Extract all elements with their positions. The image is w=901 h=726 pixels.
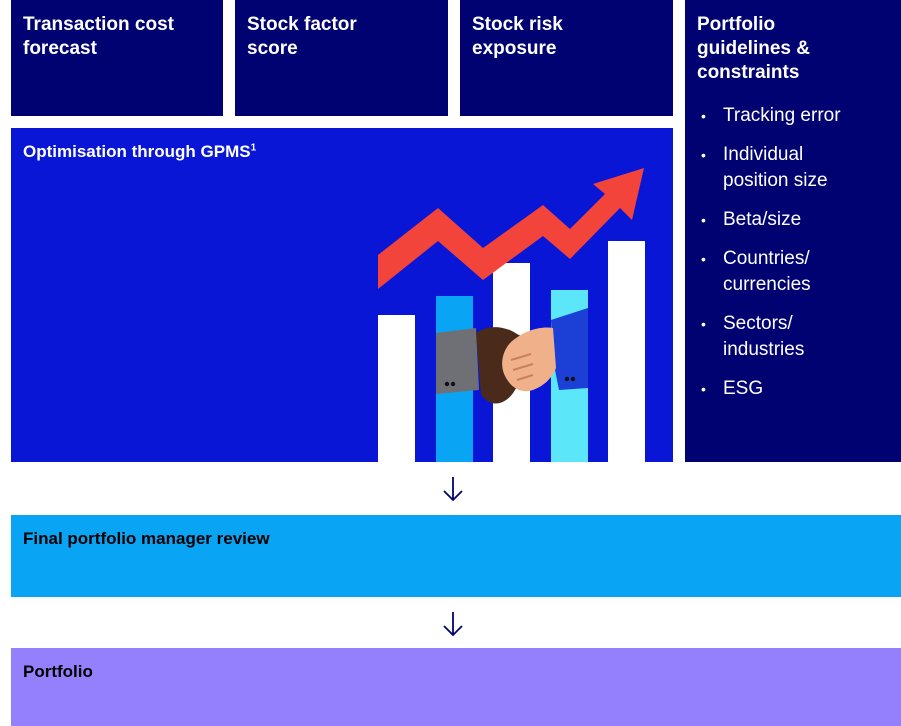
- stock-risk-exposure-box: Stock risk exposure: [460, 0, 673, 116]
- arrow-down-icon: [443, 477, 463, 502]
- constraint-label: Individual position size: [723, 144, 828, 191]
- final-review-title: Final portfolio manager review: [23, 529, 270, 548]
- finger-lines-icon: [510, 353, 534, 381]
- rising-chart-handshake-illustration: [378, 168, 645, 462]
- transaction-cost-forecast-label: Transaction cost forecast: [23, 14, 174, 59]
- transaction-cost-forecast-box: Transaction cost forecast: [11, 0, 223, 116]
- optimisation-box: Optimisation through GPMS1: [11, 128, 673, 462]
- stock-risk-exposure-label: Stock risk exposure: [472, 14, 563, 59]
- bullet-icon: •: [701, 381, 706, 397]
- bullet-icon: •: [701, 108, 706, 124]
- constraint-item: • Individual position size: [697, 142, 889, 194]
- constraint-item: • Beta/size: [697, 207, 889, 233]
- bullet-icon: •: [701, 316, 706, 332]
- constraints-list: • Tracking error • Individual position siz…: [697, 103, 889, 402]
- optimisation-title: Optimisation through GPMS1: [23, 140, 661, 164]
- portfolio-box: Portfolio: [11, 648, 901, 726]
- constraint-item: • ESG: [697, 376, 889, 402]
- portfolio-title: Portfolio: [23, 662, 93, 681]
- rising-arrow-icon: [378, 168, 644, 289]
- arrow-down-icon: [443, 612, 463, 637]
- light-hand-shape: [502, 327, 556, 392]
- cufflink-icon: [564, 376, 570, 382]
- constraint-item: • Countries/ currencies: [697, 246, 889, 298]
- cufflink-icon: [450, 381, 456, 387]
- portfolio-constraints-title: Portfolio guidelines & constraints: [697, 14, 810, 83]
- constraint-item: • Tracking error: [697, 103, 889, 129]
- chart-bar: [608, 241, 645, 462]
- constraint-label: Beta/size: [723, 209, 802, 230]
- bullet-icon: •: [701, 251, 706, 267]
- optimisation-title-text: Optimisation through GPMS: [23, 142, 251, 161]
- stock-factor-score-label: Stock factor score: [247, 14, 357, 59]
- stock-factor-score-box: Stock factor score: [235, 0, 448, 116]
- constraint-item: • Sectors/ industries: [697, 311, 889, 363]
- cufflink-icon: [444, 381, 450, 387]
- portfolio-constraints-box: Portfolio guidelines & constraints • Trac…: [685, 0, 901, 462]
- footnote-marker: 1: [250, 142, 257, 154]
- right-sleeve-shape: [551, 308, 588, 390]
- bullet-icon: •: [701, 212, 706, 228]
- constraint-label: Sectors/ industries: [723, 313, 805, 360]
- constraint-label: Countries/ currencies: [723, 248, 811, 295]
- left-sleeve-shape: [436, 328, 479, 394]
- final-review-box: Final portfolio manager review: [11, 515, 901, 597]
- bullet-icon: •: [701, 147, 706, 163]
- constraint-label: Tracking error: [723, 105, 841, 126]
- constraint-label: ESG: [723, 378, 764, 399]
- chart-bar: [378, 315, 415, 462]
- cufflink-icon: [570, 376, 576, 382]
